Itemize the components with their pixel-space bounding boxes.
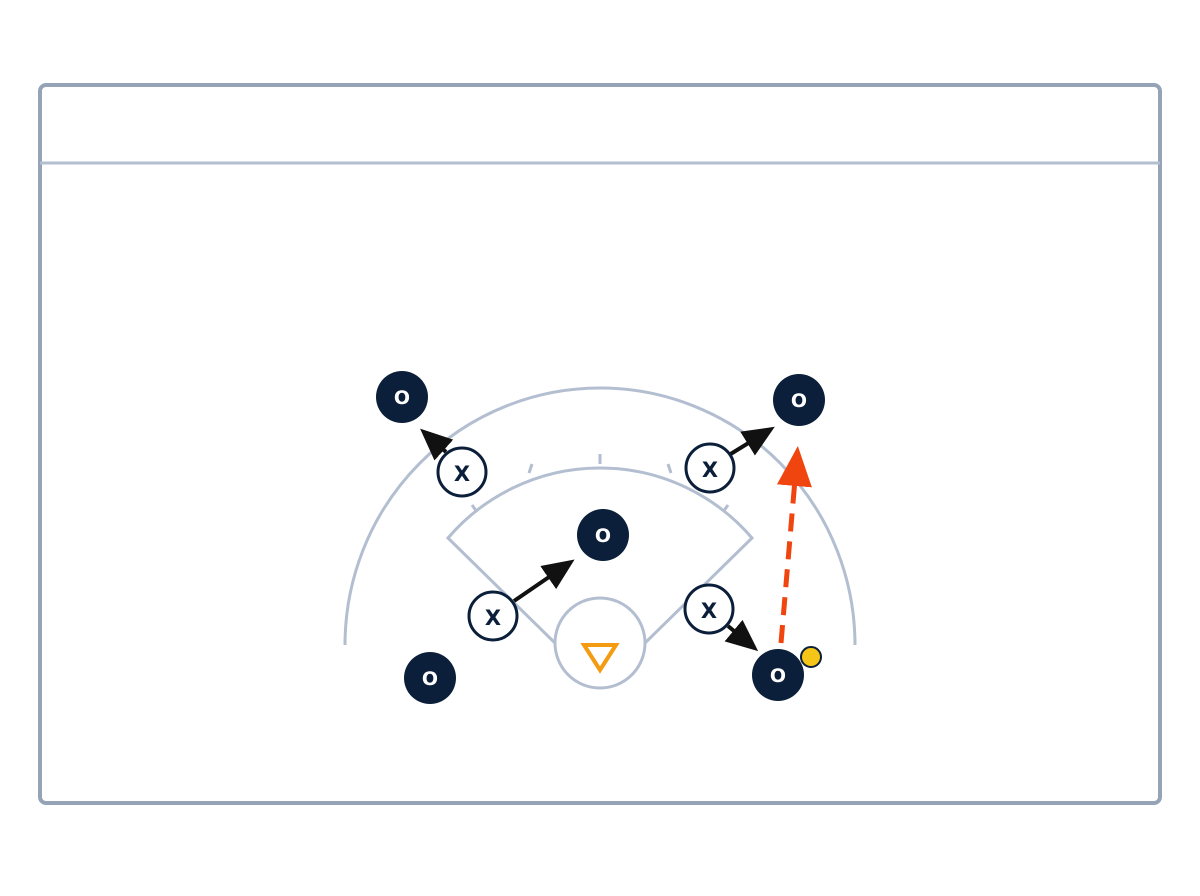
offense-marker <box>404 652 456 704</box>
arrow-x1 <box>420 428 454 461</box>
hash-mark <box>666 463 673 474</box>
fan-area <box>445 466 755 645</box>
outer-arc <box>343 386 857 646</box>
offense-marker <box>773 374 825 426</box>
offense-label: O <box>595 525 611 547</box>
pass-arrow <box>777 446 812 644</box>
defense-marker <box>436 446 488 498</box>
defense-arrows <box>420 426 775 652</box>
defense-player[interactable]: X <box>467 590 519 642</box>
hash-mark <box>721 504 730 513</box>
offense-player[interactable]: O <box>404 652 456 704</box>
offense-marker <box>752 649 804 701</box>
offense-player[interactable]: O <box>376 371 428 423</box>
fan-hash-marks <box>470 454 730 513</box>
defense-marker <box>467 590 519 642</box>
arrow-x3 <box>512 559 575 603</box>
defense-label: X <box>485 606 501 630</box>
defense-label: X <box>454 462 470 486</box>
ball-icon <box>800 646 822 668</box>
field-border <box>38 83 1162 805</box>
hash-mark <box>527 463 534 474</box>
offense-player[interactable]: O <box>577 509 629 561</box>
hash-mark <box>470 504 479 513</box>
offense-label: O <box>791 390 807 412</box>
defense-marker <box>683 583 735 635</box>
offense-marker <box>577 509 629 561</box>
arrow-x2 <box>727 426 775 457</box>
offense-label: O <box>422 668 438 690</box>
defense-marker <box>684 442 736 494</box>
offense-marker <box>376 371 428 423</box>
offense-player[interactable]: O <box>773 374 825 426</box>
offense-label: O <box>770 665 786 687</box>
arrow-x4 <box>724 619 759 652</box>
defense-label: X <box>701 599 717 623</box>
triangle-down-icon <box>580 643 620 674</box>
offense-player-with-ball[interactable]: O <box>752 646 822 701</box>
defense-player[interactable]: X <box>683 583 735 635</box>
defense-label: X <box>702 458 718 482</box>
defense-player[interactable]: X <box>436 446 488 498</box>
offense-label: O <box>394 387 410 409</box>
defense-player[interactable]: X <box>684 442 736 494</box>
